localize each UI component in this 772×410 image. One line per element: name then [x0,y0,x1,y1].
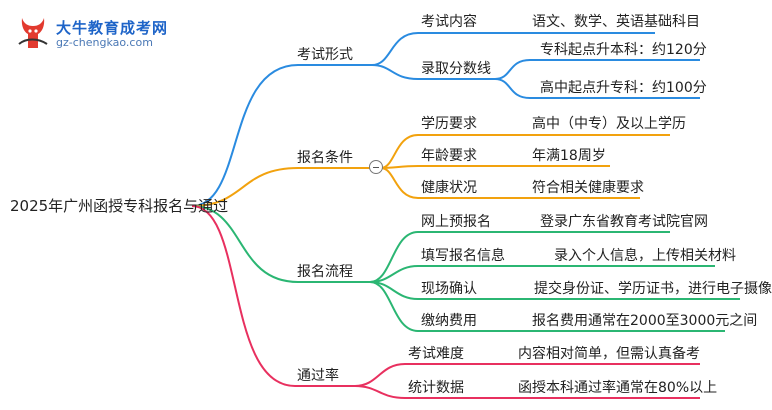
logo-url: gz-chengkao.com [56,36,153,49]
detail-cutoff-upgrade-bachelor: 专科起点升本科：约120分 [540,42,707,58]
detail-age: 年满18周岁 [532,148,606,164]
category-requirements: 报名条件 [297,150,353,166]
connector-difficulty [354,363,700,387]
connector-root-process [191,205,370,283]
item-onsite: 现场确认 [421,281,477,297]
item-difficulty: 考试难度 [408,346,464,362]
detail-health: 符合相关健康要求 [532,180,644,196]
item-fee: 缴纳费用 [421,313,477,329]
item-age: 年龄要求 [421,148,477,164]
connector-cutoff-1 [494,59,700,80]
category-exam-format: 考试形式 [297,47,353,63]
connector-online-reg [369,231,670,283]
connector-education [380,134,670,169]
connector-exam-content [371,32,655,66]
item-statistics: 统计数据 [408,380,464,396]
connector-fill-info [369,265,715,283]
item-cutoff: 录取分数线 [421,61,491,77]
connector-cutoff-2 [494,78,700,99]
connector-health [380,167,640,199]
root-node: 2025年广州函授专科报名与通过 [10,197,229,215]
category-pass-rate: 通过率 [297,368,339,384]
connector-cutoff [371,64,495,80]
detail-exam-content: 语文、数学、英语基础科目 [532,14,700,30]
detail-onsite: 提交身份证、学历证书，进行电子摄像 [534,281,772,297]
item-health: 健康状况 [421,180,477,196]
collapse-toggle-requirements[interactable] [369,160,383,174]
bull-logo-icon [18,18,48,48]
item-exam-content: 考试内容 [421,14,477,30]
detail-online-reg: 登录广东省教育考试院官网 [540,214,708,230]
connector-root-requirements [191,167,370,207]
item-fill-info: 填写报名信息 [421,248,505,264]
connector-root-pass-rate [191,205,355,387]
logo-title: 大牛教育成考网 [56,19,169,37]
detail-statistics: 函授本科通过率通常在80%以上 [518,380,718,396]
mindmap-connectors [191,32,740,399]
detail-fill-info: 录入个人信息，上传相关材料 [554,248,736,264]
item-education: 学历要求 [421,116,477,132]
site-logo: 大牛教育成考网 gz-chengkao.com [16,14,176,54]
detail-difficulty: 内容相对简单，但需认真备考 [518,346,700,362]
connector-age [380,165,610,169]
item-online-reg: 网上预报名 [421,214,491,230]
detail-fee: 报名费用通常在2000至3000元之间 [532,313,758,329]
category-process: 报名流程 [297,264,353,280]
connector-statistics [354,385,700,399]
connector-fee [369,281,725,332]
connector-root-exam-format [191,64,372,207]
detail-cutoff-upgrade-college: 高中起点升专科：约100分 [540,80,707,96]
detail-education: 高中（中专）及以上学历 [532,116,686,132]
